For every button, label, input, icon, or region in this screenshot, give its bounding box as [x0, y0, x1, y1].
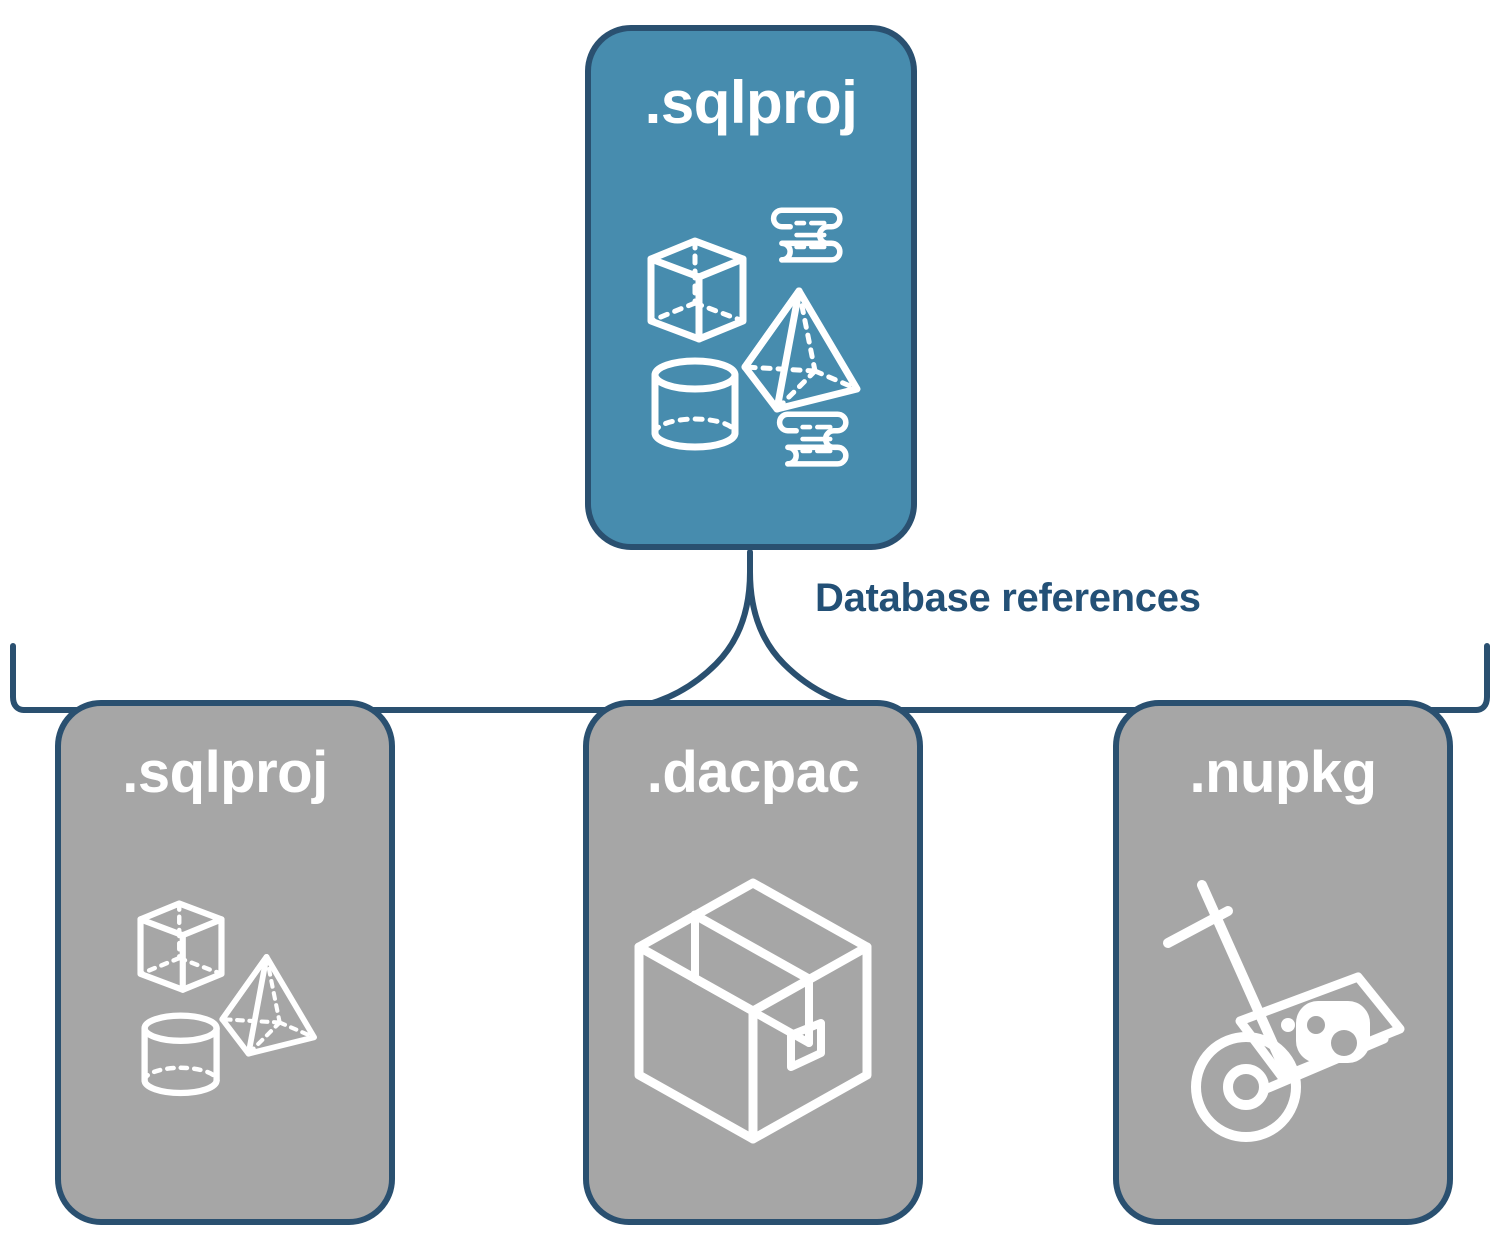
root-node-sqlproj[interactable]: .sqlproj — [585, 25, 917, 550]
package-box-icon — [634, 878, 872, 1143]
nuget-package-icon — [1235, 972, 1405, 1081]
cylinder-wireframe-icon — [651, 357, 739, 450]
pyramid-wireframe-icon — [219, 953, 317, 1057]
root-node-title: .sqlproj — [644, 69, 858, 136]
reference-node-sqlproj[interactable]: .sqlproj — [55, 700, 395, 1225]
reference-node-title: .dacpac — [646, 740, 860, 805]
database-objects-icon-group — [647, 206, 861, 467]
pyramid-wireframe-icon — [741, 287, 861, 412]
reference-node-title: .nupkg — [1189, 740, 1377, 805]
cube-wireframe-icon — [137, 899, 225, 993]
reference-node-nupkg[interactable]: .nupkg — [1113, 700, 1453, 1225]
root-node-artwork — [591, 133, 911, 544]
cylinder-wireframe-icon — [141, 1011, 220, 1096]
reference-node-title: .sqlproj — [122, 740, 328, 805]
database-objects-icon-group — [137, 899, 317, 1096]
reference-node-artwork — [61, 802, 389, 1219]
reference-node-artwork — [589, 802, 917, 1219]
reference-node-dacpac[interactable]: .dacpac — [583, 700, 923, 1225]
scroll-icon — [776, 410, 849, 467]
reference-node-artwork — [1119, 802, 1447, 1219]
database-references-label: Database references — [815, 576, 1201, 620]
hand-truck-icon — [1163, 879, 1405, 1142]
cube-wireframe-icon — [647, 237, 747, 342]
scroll-icon — [770, 206, 843, 263]
